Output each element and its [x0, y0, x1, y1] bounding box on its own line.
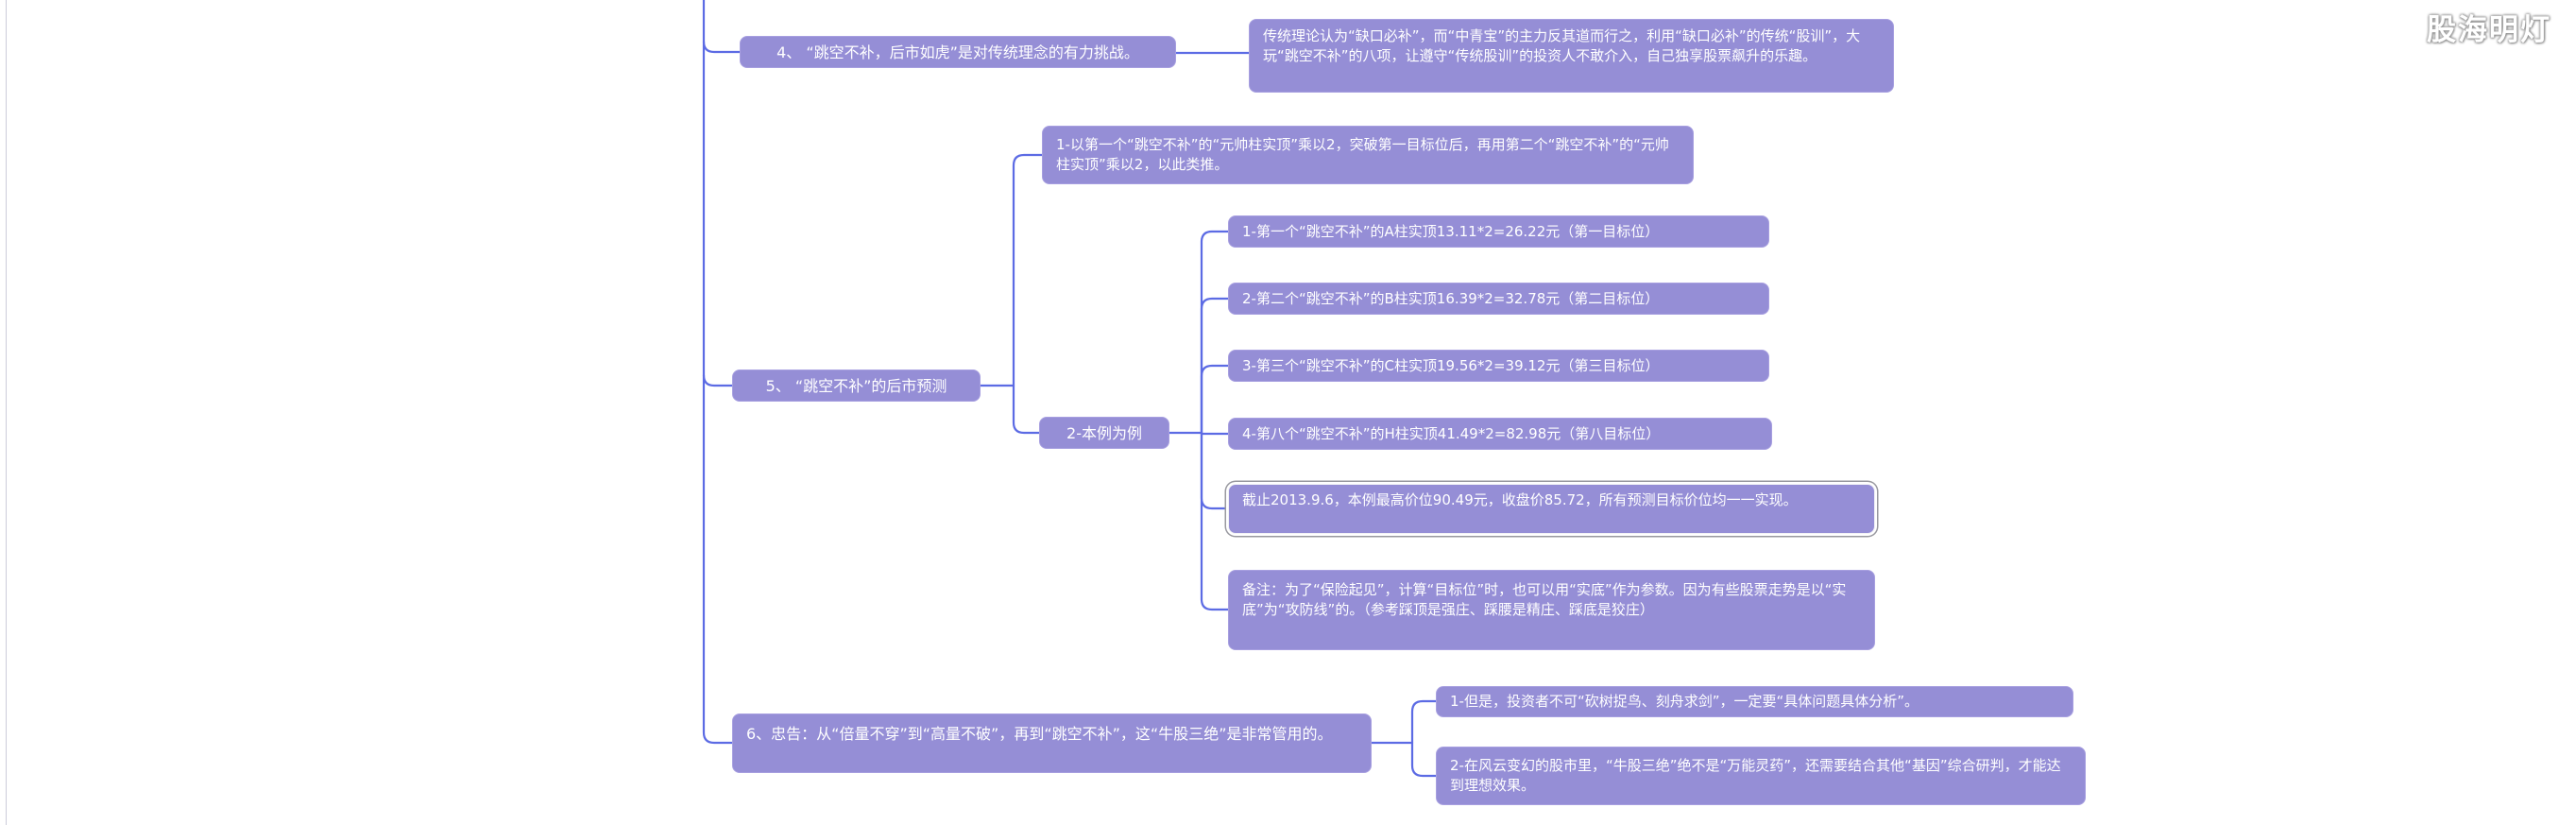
- node-target-8[interactable]: 4-第八个“跳空不补”的H柱实顶41.49*2=82.98元（第八目标位）: [1228, 418, 1772, 450]
- node-topic-4-note[interactable]: 传统理论认为“缺口必补”，而“中青宝”的主力反其道而行之，利用“缺口必补”的传统…: [1249, 19, 1894, 93]
- node-example[interactable]: 2-本例为例: [1039, 417, 1169, 449]
- canvas-edge-line: [6, 0, 7, 825]
- node-advice-1[interactable]: 1-但是，投资者不可“砍树捉鸟、刻舟求剑”，一定要“具体问题具体分析”。: [1436, 686, 2073, 717]
- node-topic-5[interactable]: 5、 “跳空不补”的后市预测: [732, 370, 981, 402]
- node-remark[interactable]: 备注：为了“保险起见”，计算“目标位”时，也可以用“实底”作为参数。因为有些股票…: [1228, 570, 1875, 650]
- node-target-3[interactable]: 3-第三个“跳空不补”的C柱实顶19.56*2=39.12元（第三目标位）: [1228, 350, 1769, 382]
- node-topic-6[interactable]: 6、忠告：从“倍量不穿”到“高量不破”，再到“跳空不补”，这“牛股三绝”是非常管…: [732, 713, 1372, 773]
- watermark: 股海明灯: [2427, 13, 2551, 47]
- node-result-selected[interactable]: 截止2013.9.6，本例最高价位90.49元，收盘价85.72，所有预测目标价…: [1228, 484, 1875, 534]
- node-advice-2[interactable]: 2-在风云变幻的股市里，“牛股三绝”绝不是“万能灵药”，还需要结合其他“基因”综…: [1436, 747, 2086, 805]
- node-topic-4[interactable]: 4、 “跳空不补，后市如虎”是对传统理念的有力挑战。: [740, 36, 1176, 68]
- node-target-1[interactable]: 1-第一个“跳空不补”的A柱实顶13.11*2=26.22元（第一目标位）: [1228, 215, 1769, 248]
- node-method-rule[interactable]: 1-以第一个“跳空不补”的“元帅柱实顶”乘以2，突破第一目标位后，再用第二个“跳…: [1042, 126, 1694, 184]
- node-target-2[interactable]: 2-第二个“跳空不补”的B柱实顶16.39*2=32.78元（第二目标位）: [1228, 283, 1769, 315]
